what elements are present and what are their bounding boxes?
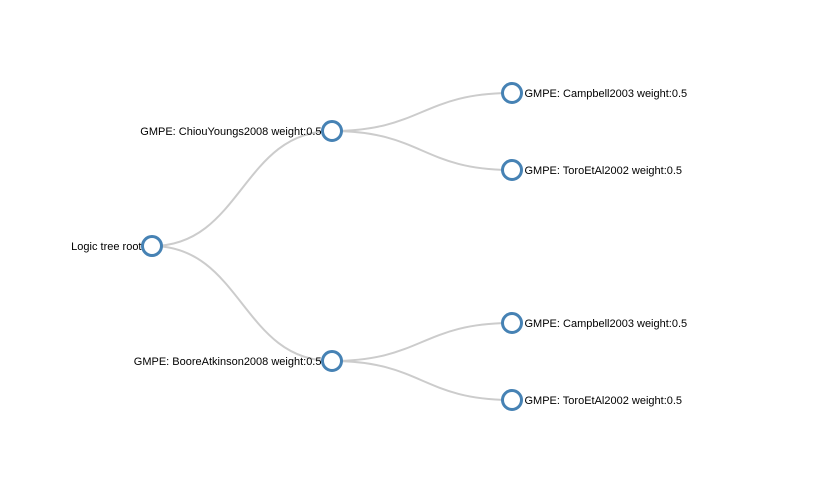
node-boore-toro-label: GMPE: ToroEtAl2002 weight:0.5 (525, 395, 683, 407)
link-chiou-toro (331, 130, 513, 171)
node-chiou-campbell-circle[interactable] (501, 82, 523, 104)
node-chiou-label: GMPE: ChiouYoungs2008 weight:0.5 (140, 126, 321, 138)
nodes-layer: Logic tree root GMPE: ChiouYoungs2008 wei… (71, 82, 688, 411)
node-root-circle[interactable] (141, 235, 163, 257)
node-boore-circle[interactable] (321, 350, 343, 372)
node-boore-campbell-circle[interactable] (501, 312, 523, 334)
link-root-boore (151, 245, 333, 362)
node-chiou-campbell[interactable]: GMPE: Campbell2003 weight:0.5 (501, 82, 688, 104)
node-boore-toro-circle[interactable] (501, 389, 523, 411)
node-chiou-toro-circle[interactable] (501, 159, 523, 181)
node-chiou-campbell-label: GMPE: Campbell2003 weight:0.5 (525, 88, 688, 100)
node-boore-toro[interactable]: GMPE: ToroEtAl2002 weight:0.5 (501, 389, 683, 411)
node-boore-campbell[interactable]: GMPE: Campbell2003 weight:0.5 (501, 312, 688, 334)
node-chiou-toro-label: GMPE: ToroEtAl2002 weight:0.5 (525, 165, 683, 177)
node-boore-campbell-label: GMPE: Campbell2003 weight:0.5 (525, 318, 688, 330)
link-boore-campbell (331, 322, 513, 362)
node-root-label: Logic tree root (71, 241, 141, 253)
node-chiou-toro[interactable]: GMPE: ToroEtAl2002 weight:0.5 (501, 159, 683, 181)
node-root[interactable]: Logic tree root (71, 235, 163, 257)
node-boore-label: GMPE: BooreAtkinson2008 weight:0.5 (134, 356, 322, 368)
node-chiou-circle[interactable] (321, 120, 343, 142)
node-boore[interactable]: GMPE: BooreAtkinson2008 weight:0.5 (134, 350, 343, 372)
link-chiou-campbell (331, 92, 513, 132)
node-chiou[interactable]: GMPE: ChiouYoungs2008 weight:0.5 (140, 120, 343, 142)
link-root-chiou (151, 130, 333, 247)
links-layer (151, 92, 513, 401)
link-boore-toro (331, 360, 513, 401)
